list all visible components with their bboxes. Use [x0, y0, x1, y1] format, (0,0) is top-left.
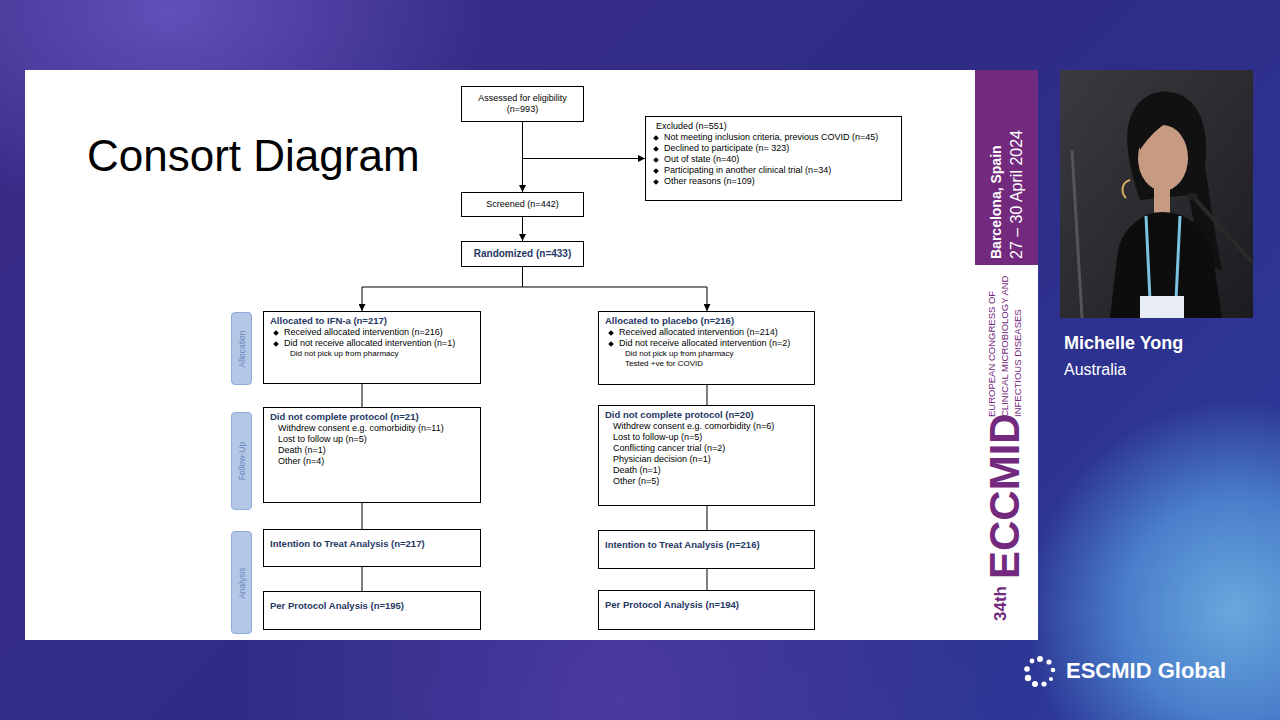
bullet-item: Participating in another clinical trial …	[650, 165, 897, 176]
sub-item: Tested +ve for COVID	[605, 359, 808, 369]
list-item: Conflicting cancer trial (n=2)	[605, 443, 808, 454]
flow-connector	[362, 384, 363, 407]
speaker-name: Michelle Yong	[1064, 332, 1183, 354]
bullet-item: Out of state (n=40)	[650, 154, 897, 165]
slide-panel	[25, 70, 1038, 640]
randomization-box: Randomized (n=433)	[461, 241, 584, 267]
box-heading: Intention to Treat Analysis (n=217)	[270, 538, 474, 550]
stage-label: Follow-Up	[237, 442, 247, 480]
analysis-box: Per Protocol Analysis (n=195)	[263, 591, 481, 630]
congress-banner	[975, 70, 1038, 265]
stage-label: Allocation	[237, 330, 247, 367]
congress-edition: 34th	[992, 586, 1010, 621]
stage-band: Follow-Up	[231, 412, 252, 510]
analysis-box: Intention to Treat Analysis (n=217)	[263, 529, 481, 567]
escmid-logo	[1024, 656, 1055, 687]
bullet-item: Declined to participate (n= 323)	[650, 143, 897, 154]
exclusion-box: Excluded (n=551)Not meeting inclusion cr…	[645, 116, 902, 201]
stage-band: Allocation	[231, 312, 252, 385]
sub-item: Did not pick up from pharmacy	[605, 349, 808, 359]
bullet-item: Did not receive allocated intervention (…	[605, 338, 808, 349]
list-item: Physician decision (n=1)	[605, 454, 808, 465]
box-heading: Per Protocol Analysis (n=194)	[605, 599, 808, 611]
bullet-item: Did not receive allocated intervention (…	[270, 338, 474, 349]
box-heading: Allocated to placebo (n=216)	[605, 315, 808, 327]
box-text: Screened (n=442)	[467, 199, 578, 210]
box-heading: Randomized (n=433)	[467, 248, 578, 260]
follow-up-box: Did not complete protocol (n=21)Withdrew…	[263, 407, 481, 503]
follow-up-box: Did not complete protocol (n=20)Withdrew…	[598, 405, 815, 506]
box-text: Assessed for eligibility (n=993)	[467, 93, 578, 115]
bullet-item: Received allocated intervention (n=214)	[605, 327, 808, 338]
bullet-item: Other reasons (n=109)	[650, 176, 897, 187]
congress-full-name: EUROPEAN CONGRESS OF CLINICAL MICROBIOLO…	[985, 275, 1024, 417]
box-heading: Allocated to IFN-a (n=217)	[270, 315, 474, 327]
flow-connector	[707, 385, 708, 405]
allocation-box: Allocated to placebo (n=216)Received all…	[598, 311, 815, 385]
flow-connector	[362, 503, 363, 529]
list-item: Death (n=1)	[270, 445, 474, 456]
bullet-item: Received allocated intervention (n=216)	[270, 327, 474, 338]
list-item: Withdrew consent e.g. comorbidity (n=11)	[270, 423, 474, 434]
flow-connector	[523, 122, 646, 159]
box-heading: Did not complete protocol (n=21)	[270, 411, 474, 423]
list-item: Other (n=5)	[605, 476, 808, 487]
flow-connector	[707, 506, 708, 530]
list-item: Withdrew consent e.g. comorbidity (n=6)	[605, 421, 808, 432]
slide-title: Consort Diagram	[87, 131, 420, 181]
flow-connector	[522, 122, 523, 192]
flow-connector	[707, 569, 708, 590]
process-box: Assessed for eligibility (n=993)	[461, 86, 584, 122]
stage-band: Analysis	[231, 531, 252, 634]
list-item: Lost to follow up (n=5)	[270, 434, 474, 445]
box-heading: Excluded (n=551)	[650, 121, 897, 132]
congress-location: Barcelona, Spain	[988, 145, 1004, 259]
sub-item: Did not pick up from pharmacy	[270, 349, 474, 359]
congress-dates: 27 – 30 April 2024	[1008, 130, 1026, 259]
speaker-country: Australia	[1064, 360, 1126, 380]
flow-connector	[523, 267, 708, 311]
allocation-box: Allocated to IFN-a (n=217)Received alloc…	[263, 311, 481, 384]
list-item: Other (n=4)	[270, 456, 474, 467]
flow-connector	[362, 567, 363, 591]
box-heading: Per Protocol Analysis (n=195)	[270, 600, 474, 612]
list-item: Lost to follow-up (n=5)	[605, 432, 808, 443]
analysis-box: Per Protocol Analysis (n=194)	[598, 590, 815, 630]
flow-connector	[522, 217, 523, 241]
bullet-item: Not meeting inclusion criteria, previous…	[650, 132, 897, 143]
flow-connector	[362, 267, 523, 311]
process-box: Screened (n=442)	[461, 192, 584, 217]
congress-logo-text: ECCMID	[983, 413, 1027, 579]
box-heading: Intention to Treat Analysis (n=216)	[605, 539, 808, 551]
box-heading: Did not complete protocol (n=20)	[605, 409, 808, 421]
society-name: ESCMID Global	[1066, 658, 1226, 684]
list-item: Death (n=1)	[605, 465, 808, 476]
analysis-box: Intention to Treat Analysis (n=216)	[598, 530, 815, 569]
speaker-video	[1060, 70, 1253, 318]
stage-label: Analysis	[237, 567, 247, 599]
